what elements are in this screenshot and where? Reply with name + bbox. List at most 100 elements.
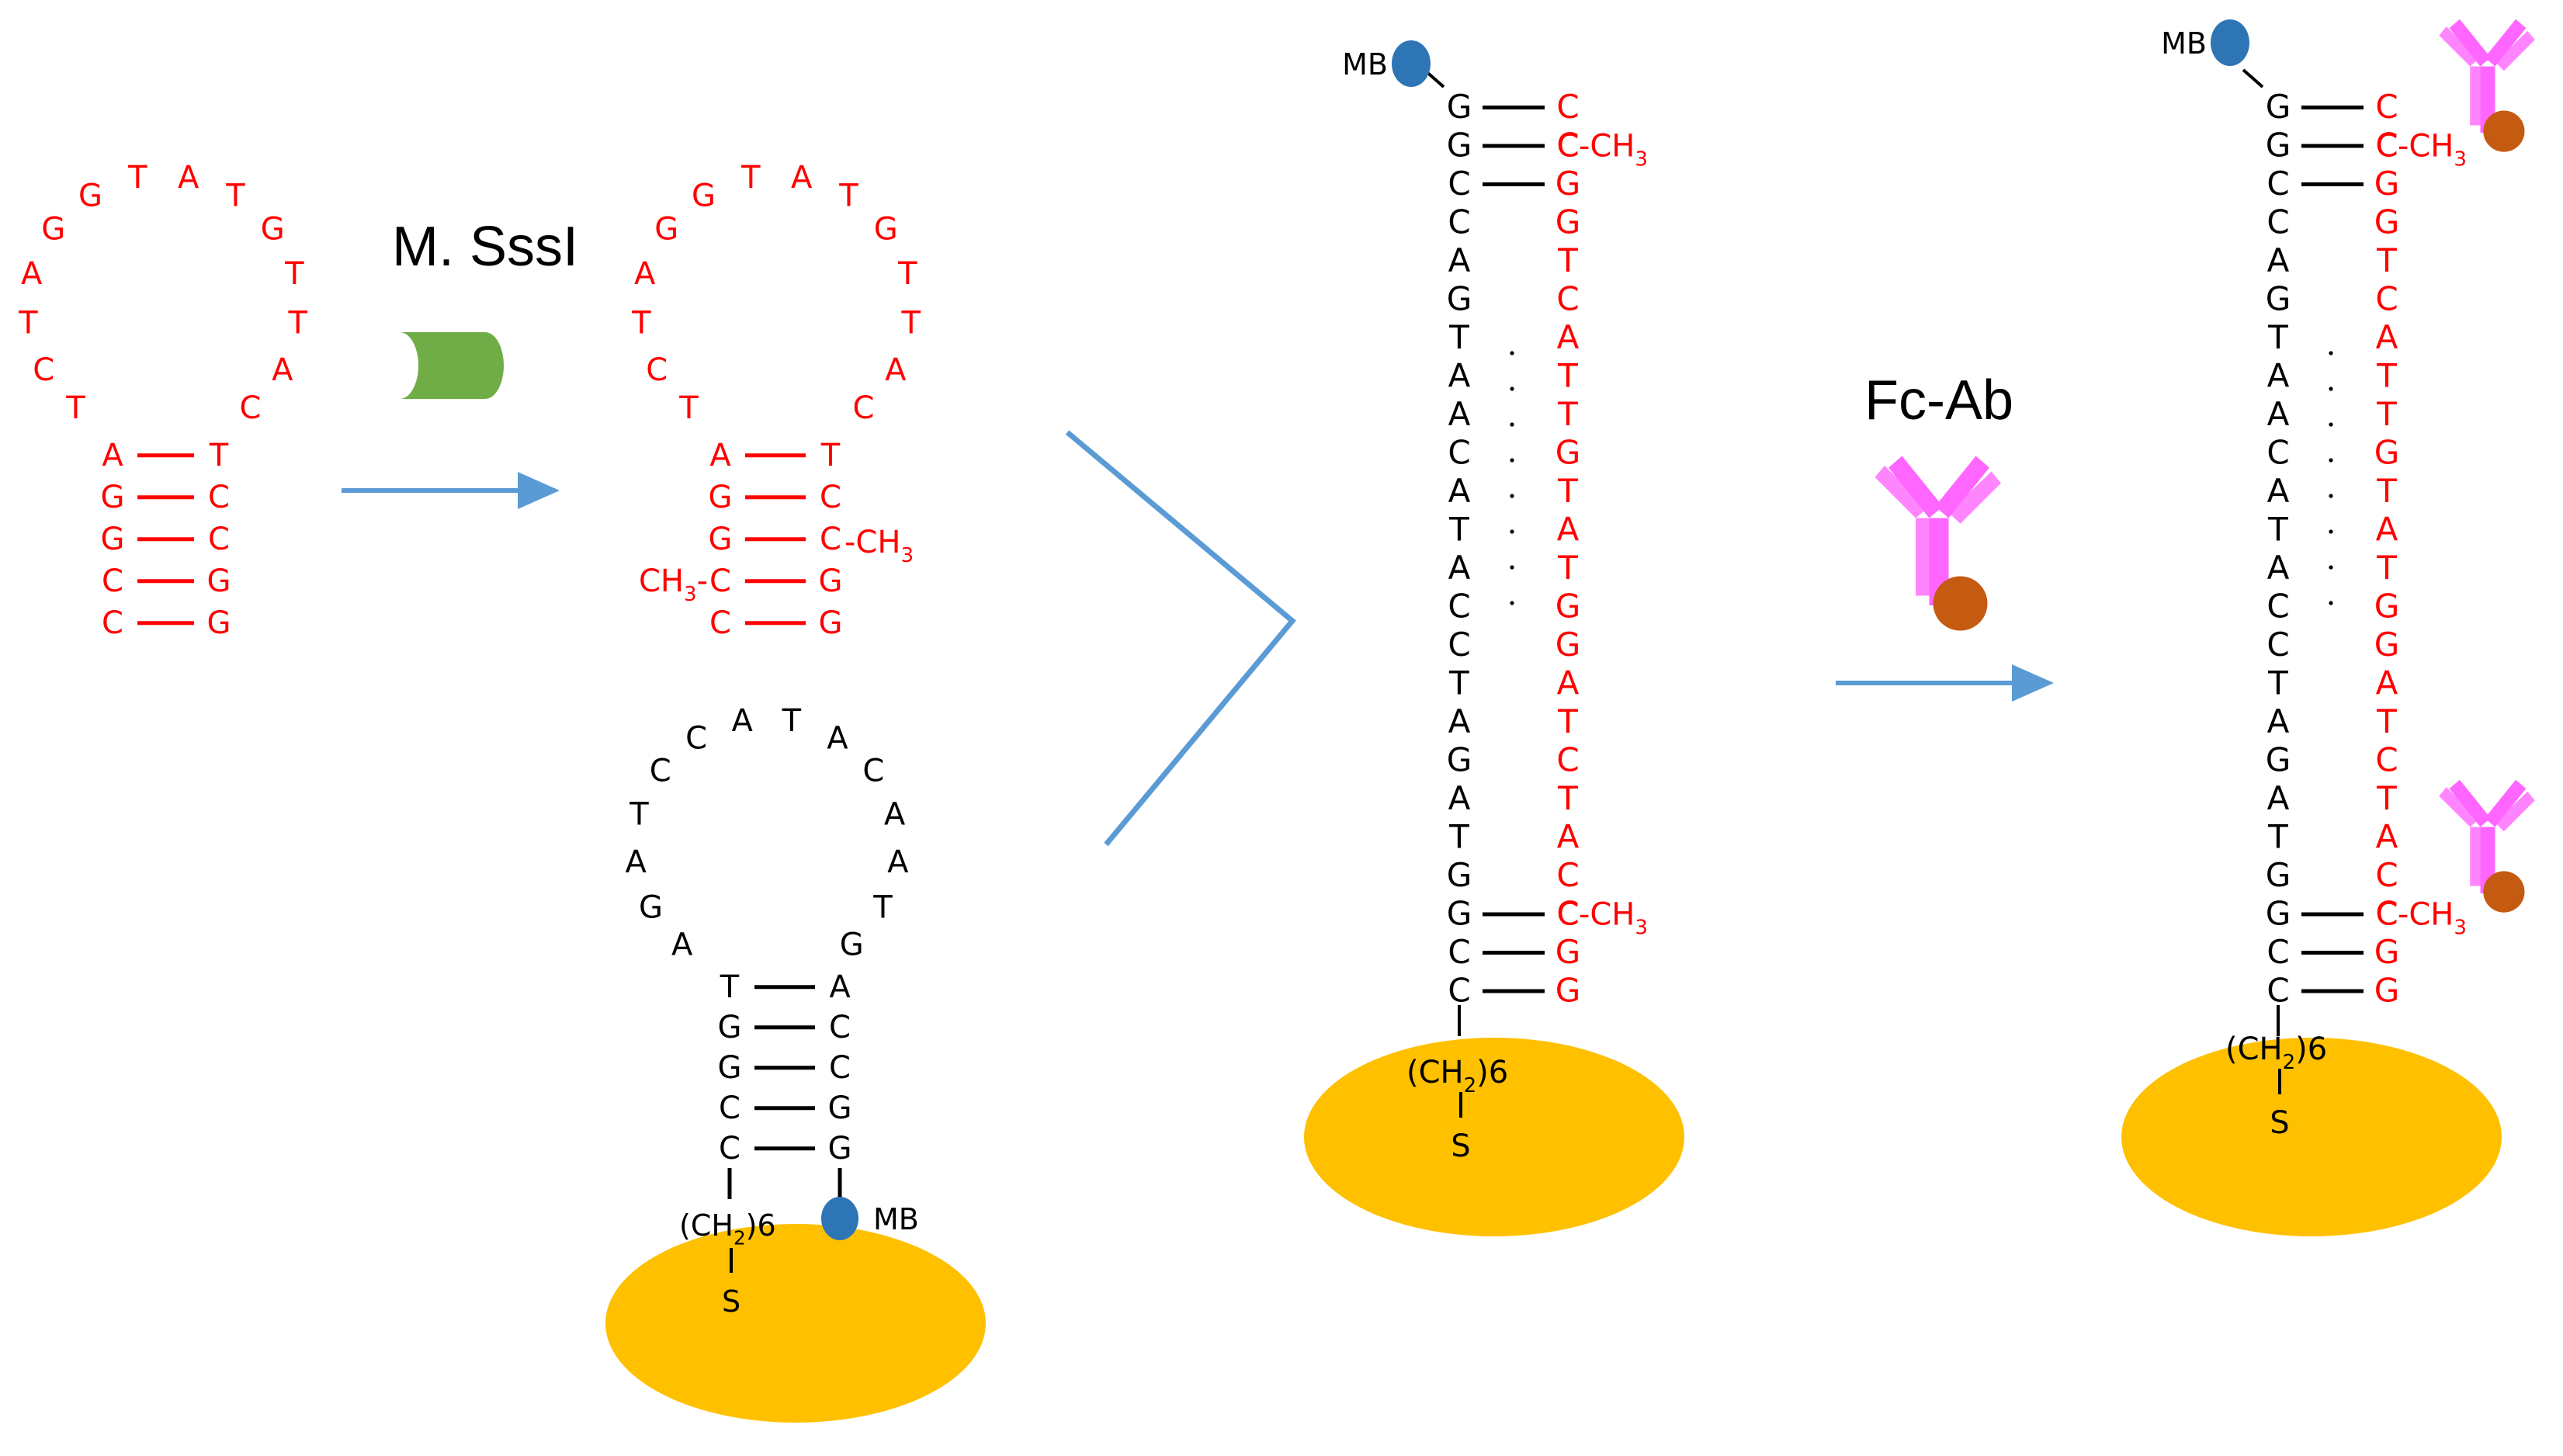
capture-base: A [1448, 549, 1471, 587]
antibody-label: Fc-Ab [1864, 369, 2013, 432]
capture-base: A [1448, 357, 1471, 395]
loop-base: C [685, 721, 707, 757]
probe-base: G [1555, 434, 1581, 472]
methyl-group: C-CH3 [1557, 897, 1648, 940]
probe-base: C [2375, 280, 2398, 318]
antibody-arm [1935, 456, 1989, 518]
antibody-arm [2495, 30, 2535, 71]
hybridization-dot [1510, 494, 1514, 498]
linker-bond [2242, 68, 2264, 88]
antibody-arm [2485, 779, 2527, 827]
probe-base: T [2376, 395, 2397, 433]
loop-base: A [634, 256, 656, 292]
loop-base: G [41, 212, 65, 248]
probe-base: T [1557, 472, 1578, 510]
capture-base: A [2267, 472, 2290, 510]
capture-base: C [1448, 972, 1470, 1010]
stem-base: C [719, 1131, 740, 1167]
alkyl-linker: (CH2)6 [1406, 1055, 1508, 1097]
hybridization-dot [1510, 387, 1514, 391]
probe-base: G [2374, 434, 2400, 472]
probe-base: T [2376, 549, 2397, 587]
loop-base: A [178, 160, 199, 196]
loop-base: T [287, 306, 307, 341]
hybridization-dot [2329, 458, 2333, 463]
capture-base: A [1448, 702, 1471, 740]
loop-base: T [127, 160, 147, 196]
probe-base: C [2375, 88, 2398, 126]
probe-base: A [2376, 318, 2398, 356]
capture-base: G [1447, 741, 1472, 779]
probe-base: T [2376, 357, 2397, 395]
capture-base: G [1447, 88, 1472, 126]
loop-base: T [18, 306, 38, 341]
loop-base: T [225, 178, 245, 213]
hybridization-dot [1510, 565, 1514, 570]
probe-base: G [1555, 165, 1581, 203]
loop-base: A [671, 927, 693, 962]
capture-base: C [2266, 588, 2289, 626]
loop-base: T [740, 160, 761, 196]
probe-base: C [2375, 741, 2398, 779]
antibody-fc [2470, 66, 2481, 126]
loop-base: T [65, 390, 85, 426]
loop-base: T [284, 256, 304, 292]
methyl-group: C-CH3 [2376, 129, 2467, 172]
thiol-label: S [2270, 1105, 2289, 1141]
hybridization-chevron [1065, 430, 1296, 847]
probe-base: T [2376, 779, 2397, 817]
loop-base: G [654, 212, 678, 248]
loop-base: G [874, 212, 898, 248]
loop-base: A [884, 796, 906, 832]
stem-base: G [101, 480, 125, 515]
stem-base: G [828, 1131, 852, 1167]
methylene-blue-tag [1392, 40, 1431, 87]
loop-base: A [732, 703, 754, 739]
ferrocene-label [2483, 110, 2525, 152]
ferrocene-antibody-icon [1875, 456, 2001, 631]
antibody-arm [1875, 466, 1927, 518]
capture-base: T [1448, 318, 1469, 356]
capture-base: T [1448, 511, 1469, 549]
loop-base: A [272, 352, 293, 388]
probe-base: G [1555, 933, 1581, 971]
capture-base: C [1448, 588, 1470, 626]
duplex-with-antibodies: GGCCAGTAACATACCTAGATGGCCCCGGTCATTGTATGGA… [2121, 19, 2535, 1236]
probe-base: C [1556, 856, 1579, 894]
capture-base: G [2266, 127, 2291, 165]
loop-base: T [838, 178, 858, 213]
stem-base: A [709, 438, 731, 473]
thiol-label: S [1451, 1128, 1470, 1164]
loop-base: C [650, 754, 671, 789]
stem-base: G [819, 605, 843, 641]
probe-base: G [1555, 203, 1581, 241]
probe-base: G [1555, 972, 1581, 1010]
enzyme-icon [400, 332, 504, 399]
hybridization-dot [2329, 601, 2333, 605]
loop-base: A [21, 256, 43, 292]
probe-base: A [1557, 818, 1580, 856]
capture-base: T [1448, 818, 1469, 856]
capture-base: G [2266, 856, 2291, 894]
hybridization-dot [2329, 494, 2333, 498]
ferrocene-label [2483, 871, 2525, 913]
capture-base: A [2267, 241, 2290, 279]
hybridization-dot [2329, 529, 2333, 534]
capture-base: G [1447, 127, 1472, 165]
stem-base: C [829, 1010, 851, 1045]
probe-base: T [2376, 472, 2397, 510]
loop-base: T [629, 796, 649, 832]
hybridization-dot [2329, 422, 2333, 427]
probe-base: C [1556, 895, 1579, 933]
stem-base: C [719, 1090, 740, 1126]
antibody-arm [2439, 787, 2479, 827]
capture-base: G [1447, 280, 1472, 318]
stem-base: G [828, 1090, 852, 1126]
stem-base: C [102, 563, 123, 599]
stem-base: A [102, 438, 123, 473]
probe-base: T [1557, 702, 1578, 740]
probe-base: C [1556, 88, 1579, 126]
stem-base: C [820, 522, 841, 557]
stem-base: C [829, 1050, 851, 1086]
hybridization-dot [1510, 601, 1514, 605]
